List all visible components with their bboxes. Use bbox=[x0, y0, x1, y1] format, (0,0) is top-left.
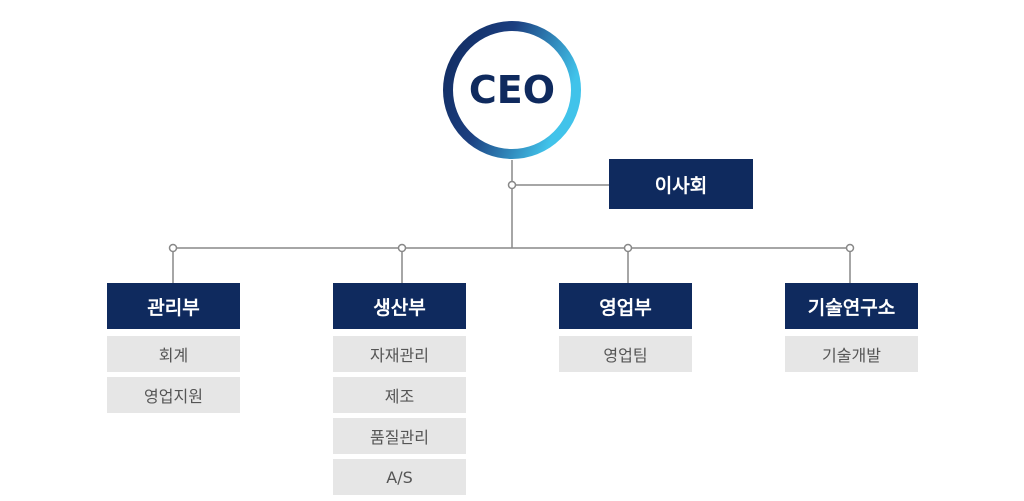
unit-accounting: 회계 bbox=[107, 336, 240, 372]
junction-dot-dept-3 bbox=[623, 243, 633, 253]
board-node: 이사회 bbox=[609, 159, 753, 209]
dept-rnd: 기술연구소 bbox=[785, 283, 918, 329]
dept-production: 생산부 bbox=[333, 283, 466, 329]
ceo-ring bbox=[443, 21, 581, 159]
ceo-label: CEO bbox=[468, 68, 556, 112]
unit-sales-team: 영업팀 bbox=[559, 336, 692, 372]
unit-as: A/S bbox=[333, 459, 466, 495]
unit-quality: 품질관리 bbox=[333, 418, 466, 454]
unit-materials: 자재관리 bbox=[333, 336, 466, 372]
junction-dot-dept-2 bbox=[397, 243, 407, 253]
junction-dot-board bbox=[507, 180, 517, 190]
ceo-node: CEO bbox=[442, 20, 582, 160]
junction-dot-dept-4 bbox=[845, 243, 855, 253]
dept-admin: 관리부 bbox=[107, 283, 240, 329]
unit-sales-support: 영업지원 bbox=[107, 377, 240, 413]
unit-tech-dev: 기술개발 bbox=[785, 336, 918, 372]
unit-manufacturing: 제조 bbox=[333, 377, 466, 413]
junction-dot-dept-1 bbox=[168, 243, 178, 253]
dept-sales: 영업부 bbox=[559, 283, 692, 329]
